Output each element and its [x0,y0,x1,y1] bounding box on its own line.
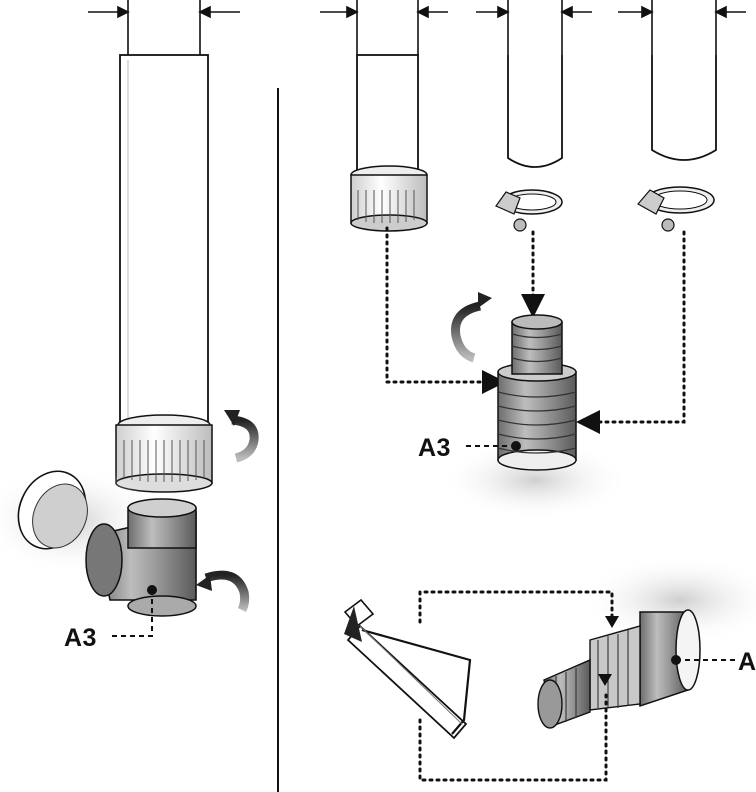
flexible-hose-right [651,55,717,161]
flexible-hose-middle [507,55,563,168]
hose-clamp-icon [637,186,715,232]
a3-leader-middle [462,441,521,451]
end-cap [17,470,88,550]
connection-paths [385,226,686,434]
left-drain-pipe [119,54,209,426]
cut-arrows [598,616,619,686]
cut-paths [418,590,614,782]
hacksaw-icon [343,598,472,740]
middle-shadow [440,440,630,520]
rotate-arrow-icon [224,410,259,463]
a3-leader-left [110,585,157,637]
label-a3-middle: A3 [418,434,451,462]
a3-leader-right [671,655,736,665]
tee-fitting [85,498,197,617]
stepped-hose-adapter [497,314,577,471]
right-shadow [580,555,756,645]
label-a3-left: A3 [64,624,97,652]
cut-adapter [537,609,701,729]
rotate-arrow-icon [196,570,250,613]
rotate-arrow-icon [451,292,492,363]
hose-clamp-icon [495,189,563,232]
dimension-markers [88,0,746,55]
label-a3-right: A [738,648,756,676]
threaded-pipe [350,54,428,232]
